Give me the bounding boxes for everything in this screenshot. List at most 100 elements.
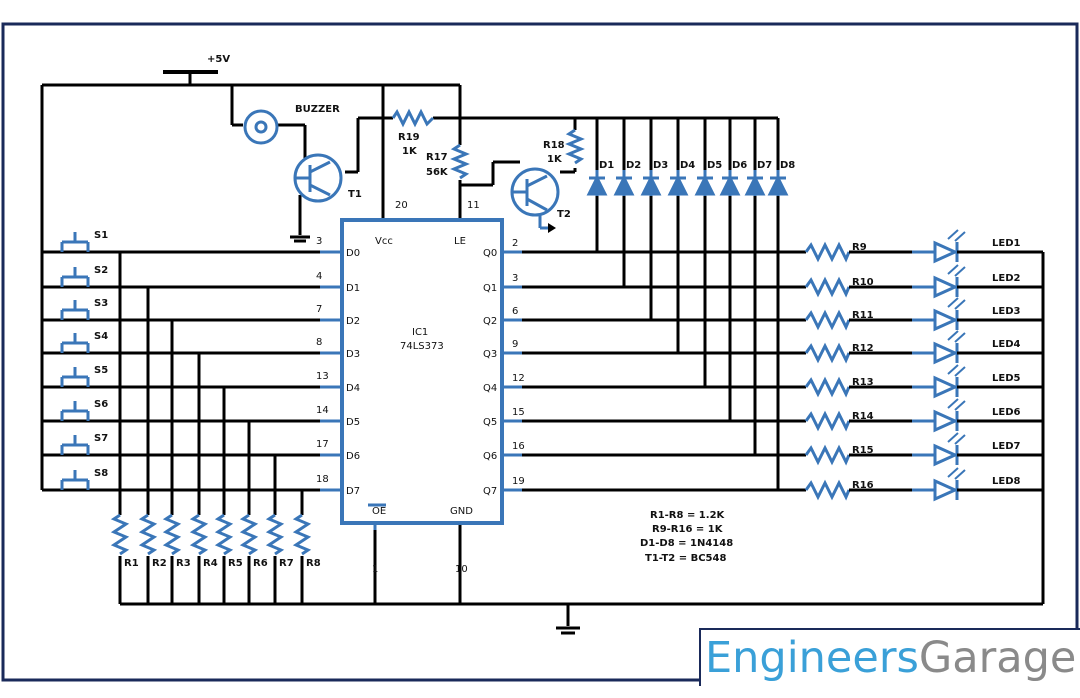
pulldown-resistor [162, 513, 182, 556]
ic-part: 74LS373 [400, 341, 444, 352]
pulldown-label: R3 [176, 558, 191, 569]
pulldown-label: R8 [306, 558, 321, 569]
led-label: LED8 [992, 476, 1021, 487]
vcc-pin-number: 20 [395, 200, 408, 211]
le-label: LE [454, 236, 466, 247]
led-light-arrows [947, 297, 966, 310]
t2-label: T2 [557, 209, 571, 220]
diode-symbol [744, 170, 766, 196]
diode-label: D7 [757, 160, 772, 171]
led-resistor [804, 479, 851, 501]
switch-label: S3 [94, 298, 108, 309]
ic-body [340, 218, 504, 525]
oe-label: OE [372, 506, 386, 517]
d-pin-name: D6 [346, 451, 360, 462]
diode-label: D2 [626, 160, 641, 171]
switch-symbol [60, 267, 90, 287]
pulldown-resistor [138, 513, 158, 556]
switch-label: S1 [94, 230, 108, 241]
q-pin-number: 6 [512, 306, 518, 317]
led-body [933, 240, 959, 264]
pulldown-label: R2 [152, 558, 167, 569]
diode-label: D8 [780, 160, 795, 171]
led-label: LED1 [992, 238, 1021, 249]
led-body [933, 478, 959, 502]
switch-symbol [60, 401, 90, 421]
d-pin-name: D3 [346, 349, 360, 360]
d-pin-number: 3 [316, 236, 322, 247]
switch-symbol [60, 333, 90, 353]
arrow-icon [548, 223, 556, 233]
diode-label: D1 [599, 160, 614, 171]
q-pin-name: Q3 [483, 349, 497, 360]
switch-label: S2 [94, 265, 108, 276]
led-resistor-label: R14 [852, 411, 874, 422]
note-line-4: T1-T2 = BC548 [645, 553, 726, 564]
q-pin-name: Q5 [483, 417, 497, 428]
led-resistor-label: R16 [852, 480, 874, 491]
diode-label: D6 [732, 160, 747, 171]
switch-symbol [60, 367, 90, 387]
ground-symbol-t1 [290, 235, 310, 243]
q-pin-name: Q7 [483, 486, 497, 497]
buzzer-symbol [243, 109, 279, 145]
led-resistor [804, 410, 851, 432]
pulldown-resistor [110, 513, 130, 556]
led-light-arrows [947, 398, 966, 411]
switch-symbol [60, 300, 90, 320]
switch-label: S6 [94, 399, 108, 410]
diode-symbol [613, 170, 635, 196]
led-label: LED6 [992, 407, 1021, 418]
d-pin-name: D0 [346, 248, 360, 259]
pulldown-resistor [214, 513, 234, 556]
d-pin-name: D5 [346, 417, 360, 428]
resistor-r19 [391, 108, 435, 128]
q-pin-number: 19 [512, 476, 525, 487]
r17-label: R17 [426, 152, 448, 163]
q-pin-name: Q1 [483, 283, 497, 294]
led-resistor-label: R11 [852, 310, 874, 321]
r18-value: 1K [547, 154, 563, 165]
d-pin-number: 18 [316, 474, 329, 485]
led-body [933, 409, 959, 433]
d-pin-number: 13 [316, 371, 329, 382]
note-line-3: D1-D8 = 1N4148 [640, 538, 733, 549]
diode-label: D3 [653, 160, 668, 171]
led-label: LED2 [992, 273, 1021, 284]
r19-label: R19 [398, 132, 420, 143]
d-pin-name: D2 [346, 316, 360, 327]
led-label: LED7 [992, 441, 1021, 452]
led-resistor-label: R13 [852, 377, 874, 388]
note-line-1: R1-R8 = 1.2K [650, 510, 726, 521]
ic-name: IC1 [412, 327, 428, 338]
q-pin-name: Q6 [483, 451, 497, 462]
diode-label: D4 [680, 160, 695, 171]
led-light-arrows [947, 330, 966, 343]
pulldown-label: R7 [279, 558, 294, 569]
brand-part-1: Engineers [705, 633, 919, 683]
pulldown-label: R5 [228, 558, 243, 569]
q-pin-number: 16 [512, 441, 525, 452]
brand-part-2: Garage [918, 633, 1077, 683]
le-pin-number: 11 [467, 200, 480, 211]
switch-label: S5 [94, 365, 108, 376]
r19-value: 1K [402, 146, 418, 157]
gnd-label: GND [450, 506, 473, 517]
led-light-arrows [947, 467, 966, 480]
d-pin-name: D4 [346, 383, 360, 394]
q-pin-name: Q4 [483, 383, 497, 394]
d-pin-number: 7 [316, 304, 322, 315]
resistor-r17 [450, 143, 470, 180]
led-resistor-label: R12 [852, 343, 874, 354]
d-pin-name: D7 [346, 486, 360, 497]
q-pin-number: 9 [512, 339, 518, 350]
buzzer-label: BUZZER [295, 104, 340, 115]
q-pin-number: 15 [512, 407, 525, 418]
oe-pin-number: 1 [372, 564, 378, 575]
led-resistor-label: R15 [852, 445, 874, 456]
r18-label: R18 [543, 140, 565, 151]
d-pin-number: 4 [316, 271, 322, 282]
q-pin-number: 3 [512, 273, 518, 284]
